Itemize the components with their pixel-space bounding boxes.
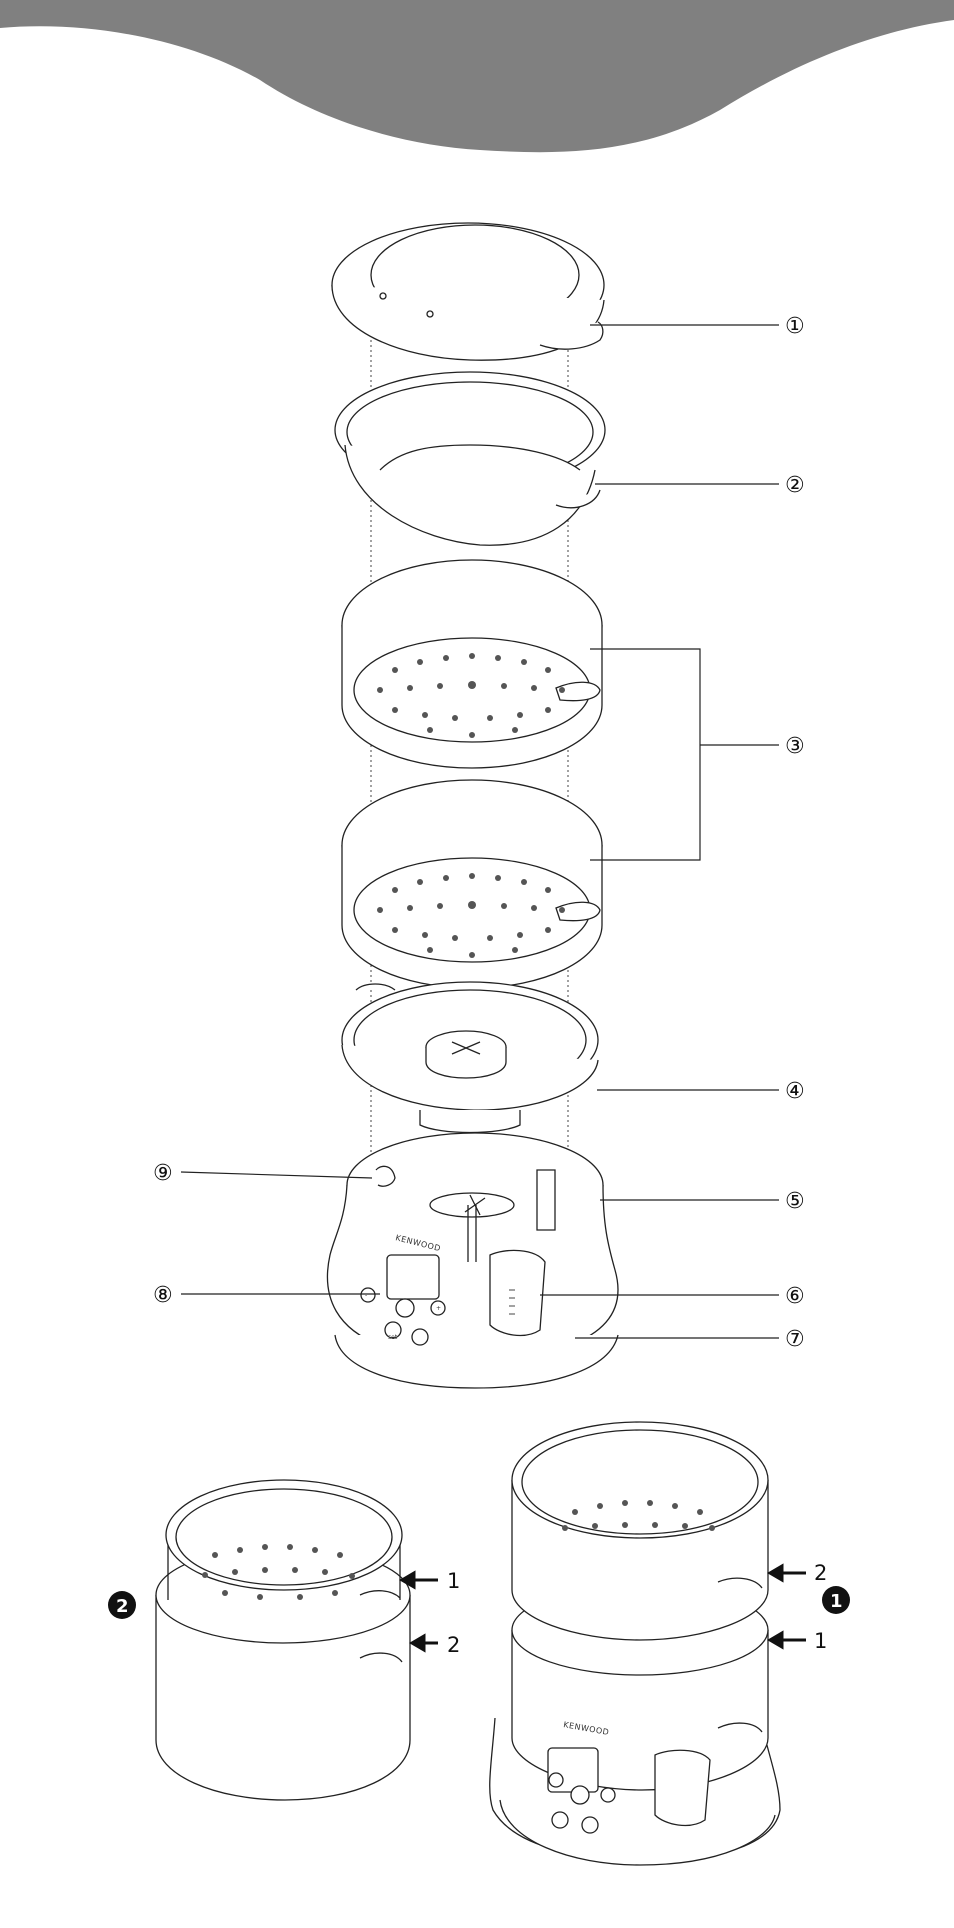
part-callout-4: ④ — [785, 1079, 805, 1104]
assembled-steamer — [490, 1422, 780, 1865]
part-callout-6: ⑥ — [785, 1284, 805, 1309]
arrow-label-assembled-2: 2 — [814, 1561, 827, 1585]
part-callout-8: ⑧ — [153, 1283, 173, 1308]
badge-2-label: 2 — [116, 1596, 129, 1617]
part-callout-7: ⑦ — [785, 1327, 805, 1352]
nested-bowls — [156, 1480, 410, 1800]
part-callout-1: ① — [785, 314, 805, 339]
control-plus: + — [436, 1305, 441, 1312]
arrows-assembled — [770, 1566, 806, 1647]
part-callout-5: ⑤ — [785, 1189, 805, 1214]
part-callout-2: ② — [785, 473, 805, 498]
part-callout-9: ⑨ — [153, 1161, 173, 1186]
part-callout-3: ③ — [785, 734, 805, 759]
arrow-label-assembled-1: 1 — [814, 1629, 827, 1653]
drip-tray — [342, 982, 598, 1133]
arrow-label-nested-2: 2 — [447, 1633, 460, 1657]
lid — [332, 223, 604, 360]
control-set: set — [388, 1334, 398, 1341]
arrow-label-nested-1: 1 — [447, 1569, 460, 1593]
rice-bowl — [335, 372, 605, 545]
control-minus: - — [365, 1292, 367, 1299]
header-wave — [0, 0, 954, 152]
base-unit — [327, 1133, 618, 1388]
badge-1-label: 1 — [830, 1591, 843, 1612]
